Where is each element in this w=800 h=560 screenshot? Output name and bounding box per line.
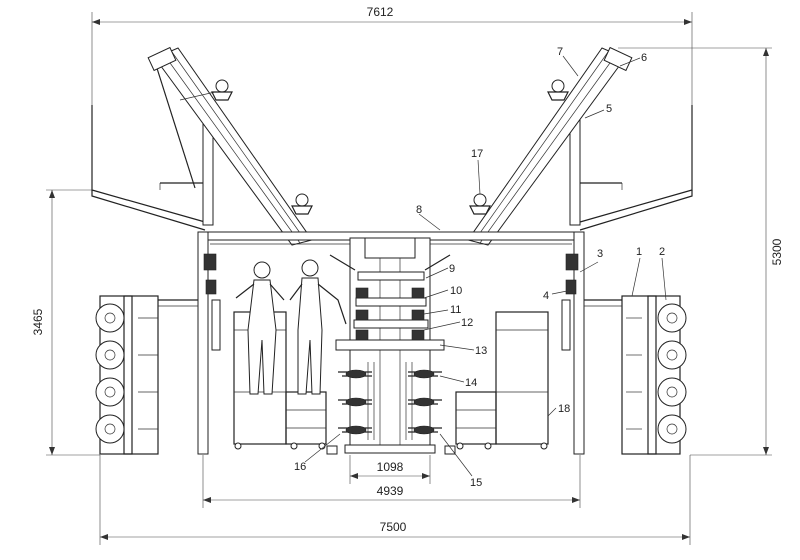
right-creel xyxy=(584,295,687,455)
part-label-13: 13 xyxy=(475,345,487,357)
operator-right xyxy=(289,259,347,395)
part-label-4: 4 xyxy=(543,290,549,302)
leader-lines xyxy=(304,55,667,477)
part-label-18: 18 xyxy=(558,403,570,415)
dim-inner-small: 1098 xyxy=(377,460,404,474)
left-head-stack xyxy=(338,362,375,440)
central-bobbin-heads xyxy=(338,362,442,440)
dim-lower-height: 3465 xyxy=(31,308,45,335)
part-label-2: 2 xyxy=(659,246,665,258)
dim-bottom-width: 7500 xyxy=(380,520,407,534)
part-numbers: 1 2 3 4 5 6 7 8 9 10 11 12 13 14 15 16 1… xyxy=(294,46,665,489)
upper-platforms xyxy=(91,99,693,231)
part-label-3: 3 xyxy=(597,248,603,260)
left-creel xyxy=(95,295,198,455)
dim-inner-mid: 4939 xyxy=(377,484,404,498)
conveyor-arms xyxy=(147,46,633,246)
operator-figures xyxy=(235,259,347,395)
part-label-15: 15 xyxy=(470,477,482,489)
operator-left xyxy=(235,261,285,395)
main-frame xyxy=(197,231,585,455)
part-label-1: 1 xyxy=(636,246,642,258)
part-label-11: 11 xyxy=(450,304,461,316)
dim-overall-height: 5300 xyxy=(770,238,784,265)
part-label-12: 12 xyxy=(461,317,473,329)
right-head-stack xyxy=(405,362,442,440)
dim-overall-top: 7612 xyxy=(367,5,394,19)
part-label-10: 10 xyxy=(450,285,462,297)
part-label-17: 17 xyxy=(471,148,483,160)
part-label-14: 14 xyxy=(465,377,477,389)
part-label-5: 5 xyxy=(606,103,612,115)
part-label-8: 8 xyxy=(416,204,422,216)
dimension-lines xyxy=(46,12,772,545)
part-label-16: 16 xyxy=(294,461,306,473)
part-label-6: 6 xyxy=(641,52,647,64)
part-label-9: 9 xyxy=(449,263,455,275)
part-label-7: 7 xyxy=(557,46,563,58)
